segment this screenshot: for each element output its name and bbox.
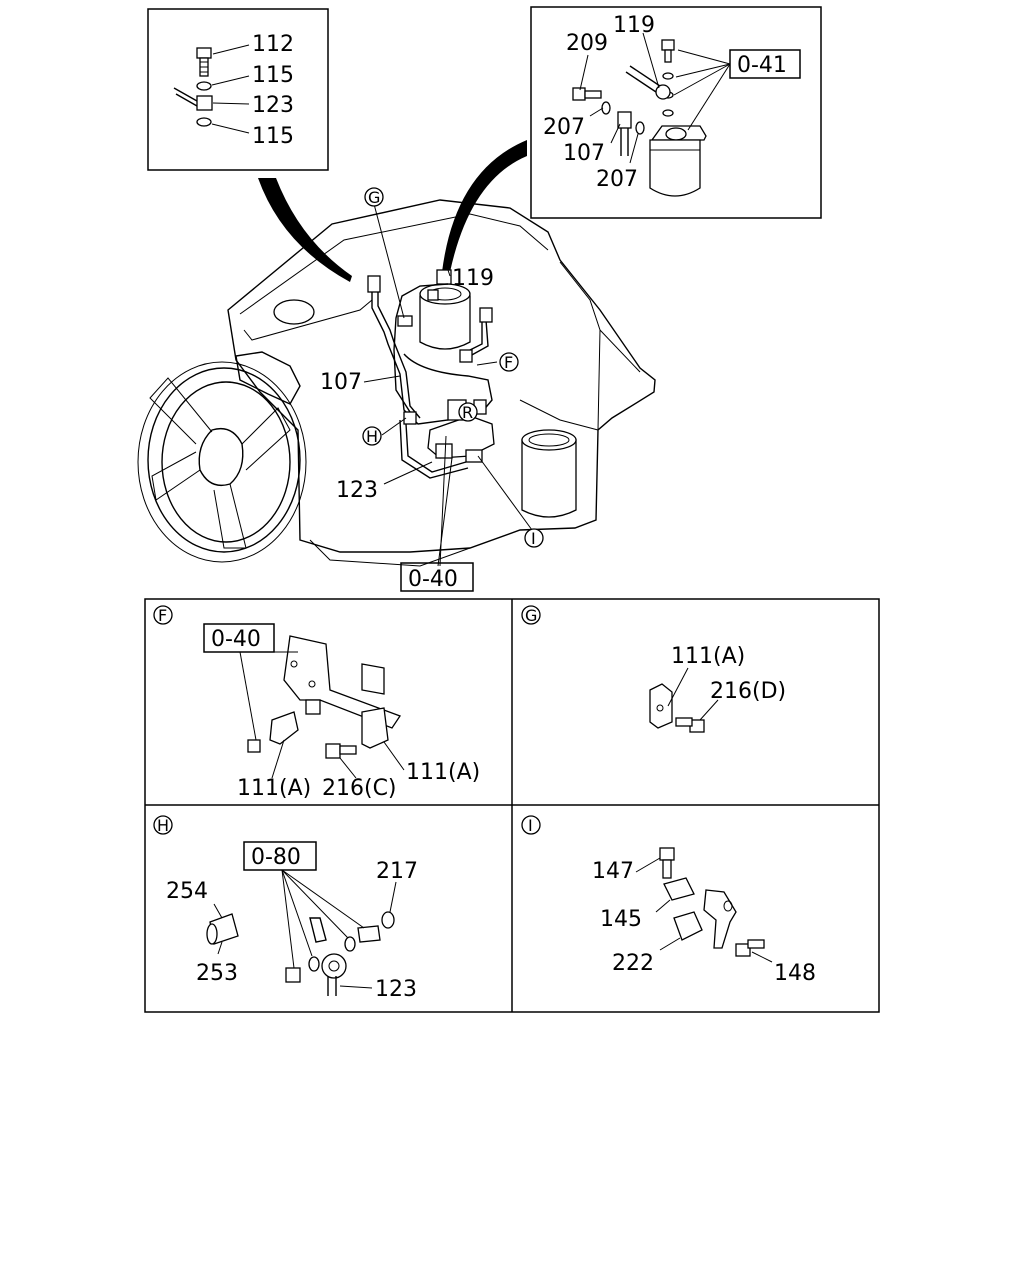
- inset-left-label-123: 123: [252, 93, 294, 118]
- panel-F-label-111A-right: 111(A): [406, 760, 480, 785]
- inset-right-label-119: 119: [613, 13, 655, 38]
- panel-I-mark: I: [528, 816, 533, 835]
- panel-H: H 0-80 217 254 253 123: [153, 815, 418, 1002]
- panel-I: I 147 145 222 148: [521, 815, 816, 986]
- inset-left-label-115-lower: 115: [252, 124, 294, 149]
- detail-grid: [144, 598, 880, 1013]
- main-label-119: 119: [452, 266, 494, 291]
- panel-G-label-216D: 216(D): [710, 679, 786, 704]
- panel-I-label-222: 222: [612, 951, 654, 976]
- panel-H-label-123: 123: [375, 977, 417, 1002]
- panel-H-label-217: 217: [376, 859, 418, 884]
- panel-F-ref-0-40: 0-40: [211, 627, 261, 652]
- left-inset-pointer: [258, 178, 352, 282]
- mark-G: G: [368, 188, 380, 207]
- panel-I-label-148: 148: [774, 961, 816, 986]
- panel-F: F 0-40 111(A) 216(C) 111(A): [153, 605, 480, 801]
- panel-G: G 111(A) 216(D): [521, 605, 786, 733]
- inset-left-label-115-upper: 115: [252, 63, 294, 88]
- mark-F: F: [504, 353, 513, 372]
- mark-R: R: [462, 403, 473, 422]
- panel-F-mark: F: [158, 606, 167, 625]
- panel-I-label-147: 147: [592, 859, 634, 884]
- main-label-123: 123: [336, 478, 378, 503]
- inset-right-label-107: 107: [563, 141, 605, 166]
- panel-H-ref-0-80: 0-80: [251, 845, 301, 870]
- right-inset-pointer: [442, 140, 527, 272]
- panel-H-mark: H: [157, 816, 169, 835]
- inset-right-label-207-upper: 207: [543, 115, 585, 140]
- panel-G-label-111A: 111(A): [671, 644, 745, 669]
- inset-left: 112 115 123 115: [147, 8, 329, 171]
- inset-right-label-209: 209: [566, 31, 608, 56]
- mark-I: I: [531, 529, 536, 548]
- inset-right-ref-0-41: 0-41: [737, 53, 787, 78]
- panel-F-label-111A-left: 111(A): [237, 776, 311, 801]
- panel-G-mark: G: [525, 606, 537, 625]
- main-callouts: G F R H I 119 107 123 0-40: [320, 187, 544, 592]
- panel-H-label-253: 253: [196, 961, 238, 986]
- engine-assembly: [137, 199, 656, 567]
- main-label-107: 107: [320, 370, 362, 395]
- inset-right-label-207-lower: 207: [596, 167, 638, 192]
- panel-I-label-145: 145: [600, 907, 642, 932]
- inset-left-label-112: 112: [252, 32, 294, 57]
- mark-H: H: [366, 427, 378, 446]
- inset-right: 0-41 119 209 207 107 207: [530, 6, 822, 219]
- panel-F-label-216C: 216(C): [322, 776, 397, 801]
- panel-H-label-254: 254: [166, 879, 208, 904]
- main-ref-0-40: 0-40: [408, 567, 458, 592]
